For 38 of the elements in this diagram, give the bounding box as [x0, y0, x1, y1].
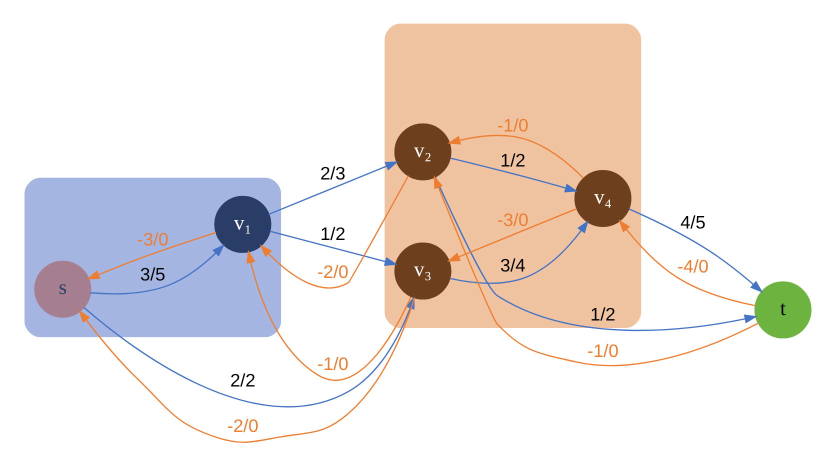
- arrow: [246, 250, 411, 381]
- node-circle: v₄: [574, 170, 631, 228]
- edge-label: -2/0: [316, 262, 348, 282]
- arrow: [446, 208, 576, 262]
- arrow: [434, 177, 757, 331]
- arrow: [86, 232, 216, 280]
- edge-label: -3/0: [496, 210, 528, 230]
- edge-label: -2/0: [226, 416, 258, 436]
- cluster: [24, 178, 281, 338]
- edge-label: 1/2: [500, 150, 525, 170]
- arrow: [446, 134, 584, 179]
- arrow: [433, 176, 758, 366]
- edge-label: 4/5: [680, 212, 706, 233]
- edge-label: 3/5: [140, 264, 165, 284]
- edge-label: -1/0: [586, 340, 618, 361]
- arrow: [450, 220, 588, 284]
- edge-label: 3/4: [500, 255, 525, 276]
- node-circle: v₁: [214, 196, 271, 253]
- edge-label: -1/0: [496, 115, 528, 136]
- arrow: [268, 161, 398, 215]
- arrow: [450, 158, 578, 192]
- arrow: [259, 175, 408, 289]
- edge-label: -3/0: [136, 229, 168, 250]
- arrow: [618, 219, 755, 306]
- node-circle: v₂: [394, 123, 451, 180]
- edge-label: 1/2: [320, 224, 345, 244]
- arrow: [628, 208, 762, 293]
- edge-label: 1/2: [590, 304, 616, 325]
- edge-label: 2/2: [230, 370, 255, 391]
- node-circle: t: [754, 281, 811, 338]
- arrow: [269, 230, 398, 266]
- node-circle: s: [34, 260, 91, 318]
- edge-label: 2/3: [320, 163, 345, 184]
- edge-label: -1/0: [316, 354, 348, 374]
- node-circle: v₃: [394, 242, 451, 300]
- arrow: [90, 244, 224, 294]
- edge-label: -4/0: [676, 256, 708, 277]
- arrow: [78, 298, 415, 443]
